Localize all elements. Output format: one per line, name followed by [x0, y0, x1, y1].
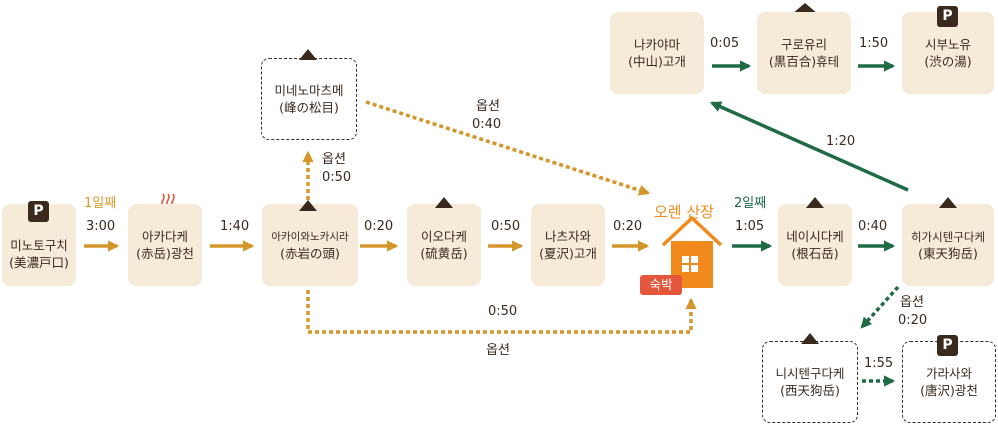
arrow-higashi-nakayama [709, 101, 909, 192]
node-sub: (東天狗岳) [918, 245, 978, 261]
node-name: 히가시텐구다케 [910, 229, 986, 244]
node-sub: (渋の湯) [924, 53, 972, 69]
node-name: 네이시다케 [786, 228, 844, 244]
node-kuroyuri[interactable]: 구로유리 (黒百合)휴테 [757, 12, 851, 94]
time-label: 0:40 [472, 117, 502, 132]
node-nishi-tengu[interactable]: 니시텐구다케 (西天狗岳) [762, 341, 858, 423]
node-name: 가라사와 [925, 365, 972, 381]
node-name: 구로유리 [780, 36, 827, 52]
time-label: 1:50 [859, 36, 889, 51]
option-label: 옵션 [900, 295, 924, 310]
day1-label: 1일째 [84, 196, 117, 211]
node-sub: (夏沢)고개 [539, 245, 597, 261]
node-sub: (赤岳)광천 [136, 245, 194, 261]
node-sub: (美濃戸口) [9, 254, 69, 270]
node-sub: (中山)고개 [628, 53, 686, 69]
node-name: 이오다케 [420, 228, 467, 244]
node-akaiwa[interactable]: 아카이와노카시라 (赤岩の頭) [262, 204, 358, 286]
node-name: 나카야마 [633, 36, 680, 52]
node-mine-no-matsume[interactable]: 미네노마츠메 (峰の松目) [261, 58, 357, 140]
arrow-option-nishi [860, 285, 900, 329]
time-label: 3:00 [86, 219, 116, 234]
node-natsuzawa[interactable]: 나츠자와 (夏沢)고개 [531, 204, 605, 286]
option-label: 옵션 [476, 99, 500, 114]
node-sub: (西天狗岳) [780, 382, 840, 398]
time-label: 0:20 [364, 219, 394, 234]
node-name: 니시텐구다케 [775, 365, 845, 381]
time-label: 0:20 [613, 219, 643, 234]
time-label: 1:05 [735, 219, 765, 234]
stay-badge: 숙박 [640, 275, 682, 295]
node-sub: (赤岩の頭) [280, 245, 340, 261]
time-label: 0:20 [898, 313, 928, 328]
node-name: 미노토구치 [10, 237, 68, 253]
node-name: 아카이와노카시라 [271, 230, 349, 243]
node-name: 미네노마츠메 [274, 82, 344, 98]
time-label: 0:50 [322, 170, 352, 185]
mountain-icon [299, 200, 317, 211]
mountain-icon [801, 333, 819, 344]
parking-icon: P [28, 201, 49, 222]
node-higashi-tengu[interactable]: 히가시텐구다케 (東天狗岳) [902, 204, 994, 286]
arrow-option-diag [365, 100, 651, 196]
node-karasawa[interactable]: 가라사와 (唐沢)광천 [902, 341, 996, 423]
node-name: 나츠자와 [544, 228, 591, 244]
arrow-option-bottom [306, 290, 697, 334]
node-name: 시부노유 [924, 36, 971, 52]
node-iodake[interactable]: 이오다케 (硫黄岳) [407, 204, 481, 286]
node-minotoguchi[interactable]: 미노토구치 (美濃戸口) [2, 204, 76, 286]
time-label: 1:20 [826, 134, 856, 149]
time-label: 0:05 [710, 36, 740, 51]
day2-label: 2일째 [734, 196, 767, 211]
mountain-icon [806, 197, 824, 208]
time-label: 1:55 [864, 356, 894, 371]
mountain-icon [435, 197, 453, 208]
node-sub: (峰の松目) [279, 99, 339, 115]
time-label: 1:40 [220, 219, 250, 234]
time-label: 0:40 [858, 219, 888, 234]
node-nakayama[interactable]: 나카야마 (中山)고개 [610, 12, 704, 94]
option-label: 옵션 [322, 152, 346, 167]
lodge-name: 오렌 산장 [654, 203, 714, 221]
node-akadake-kosen[interactable]: 아카다케 (赤岳)광천 [128, 204, 202, 286]
node-neishidake[interactable]: 네이시다케 (根石岳) [778, 204, 852, 286]
node-sub: (根石岳) [791, 245, 839, 261]
node-sub: (硫黄岳) [420, 245, 468, 261]
time-label: 0:50 [491, 219, 521, 234]
node-sub: (唐沢)광천 [920, 382, 978, 398]
parking-icon: P [937, 6, 958, 27]
mountain-icon [939, 197, 957, 208]
parking-icon: P [937, 335, 958, 356]
option-label: 옵션 [486, 343, 510, 358]
node-name: 아카다케 [141, 228, 188, 244]
time-label: 0:50 [488, 304, 518, 319]
node-sub: (黒百合)휴테 [768, 53, 840, 69]
mountain-icon [299, 49, 317, 60]
